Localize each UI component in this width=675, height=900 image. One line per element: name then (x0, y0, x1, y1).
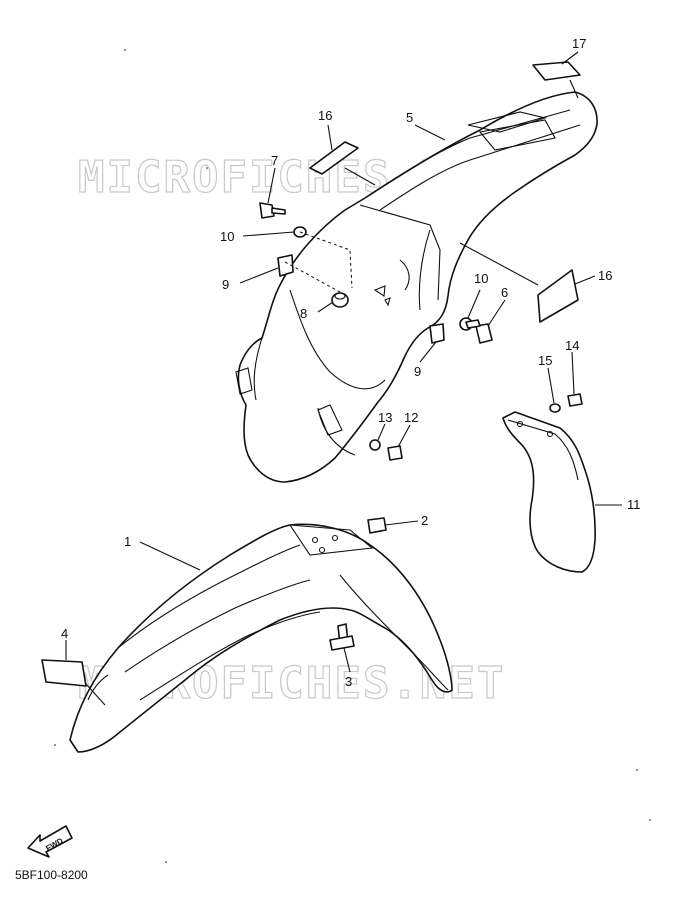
front-fender (69, 523, 453, 753)
leader-15 (547, 367, 555, 404)
decal-16-right (537, 269, 579, 323)
screw-14 (567, 393, 583, 407)
clip-9-right (429, 323, 445, 344)
callout-13: 13 (378, 410, 392, 425)
callout-2: 2 (421, 513, 428, 528)
bolt-6 (465, 319, 493, 344)
nut-13 (369, 439, 381, 451)
callout-12: 12 (404, 410, 418, 425)
callout-5: 5 (406, 110, 413, 125)
clip-9-left (277, 254, 294, 277)
leader-9-left (239, 267, 279, 284)
speck (124, 49, 126, 51)
callout-16-left: 16 (318, 108, 332, 123)
callout-10-right: 10 (474, 271, 488, 286)
leader-14 (571, 351, 575, 395)
callout-3: 3 (345, 674, 352, 689)
callout-17: 17 (572, 36, 586, 51)
speck (206, 167, 208, 169)
fwd-arrow: FWD (27, 825, 73, 858)
callout-1: 1 (124, 534, 131, 549)
leader-16-right-b (459, 242, 539, 286)
decal-17 (532, 61, 581, 81)
leader-1 (139, 541, 201, 571)
callout-4: 4 (61, 626, 68, 641)
callout-9-right: 9 (414, 364, 421, 379)
leader-16-left (327, 124, 333, 151)
bolt-7 (259, 202, 286, 219)
nut-2 (367, 517, 387, 534)
leader-2 (384, 520, 419, 526)
bolt-3 (329, 623, 355, 651)
leader-10-right (467, 289, 481, 319)
leader-9-right (419, 341, 437, 363)
leader-5 (414, 124, 446, 141)
screw-12 (387, 445, 403, 461)
callout-7: 7 (271, 153, 278, 168)
washer-15 (549, 403, 561, 413)
leader-7 (267, 167, 276, 204)
callout-11: 11 (627, 497, 641, 512)
leader-16-right (574, 275, 596, 285)
leader-4b (85, 683, 106, 706)
callout-9-left: 9 (222, 277, 229, 292)
rear-fender (235, 91, 598, 483)
callout-6: 6 (501, 285, 508, 300)
speck (649, 819, 651, 821)
mud-flap (502, 411, 596, 573)
leader-17-b (569, 79, 579, 99)
callout-15: 15 (538, 353, 552, 368)
assembly-line-1 (299, 231, 353, 289)
callout-16-right: 16 (598, 268, 612, 283)
leader-3 (343, 647, 351, 673)
decal-16-left (309, 141, 359, 175)
leader-12 (397, 424, 411, 448)
speck (165, 861, 167, 863)
leader-6 (487, 299, 506, 327)
diagram-code: 5BF100-8200 (15, 868, 88, 882)
decal-4 (41, 659, 87, 687)
grommet-8 (331, 292, 349, 308)
callout-8: 8 (300, 306, 307, 321)
speck (636, 769, 638, 771)
leader-13 (377, 423, 386, 441)
leader-10-left (242, 231, 295, 237)
callout-14: 14 (565, 338, 579, 353)
callout-10-left: 10 (220, 229, 234, 244)
assembly-line-2 (284, 261, 341, 293)
leader-8 (317, 301, 334, 313)
speck (54, 744, 56, 746)
leader-17 (561, 51, 579, 65)
leader-16-left-b (344, 167, 376, 186)
